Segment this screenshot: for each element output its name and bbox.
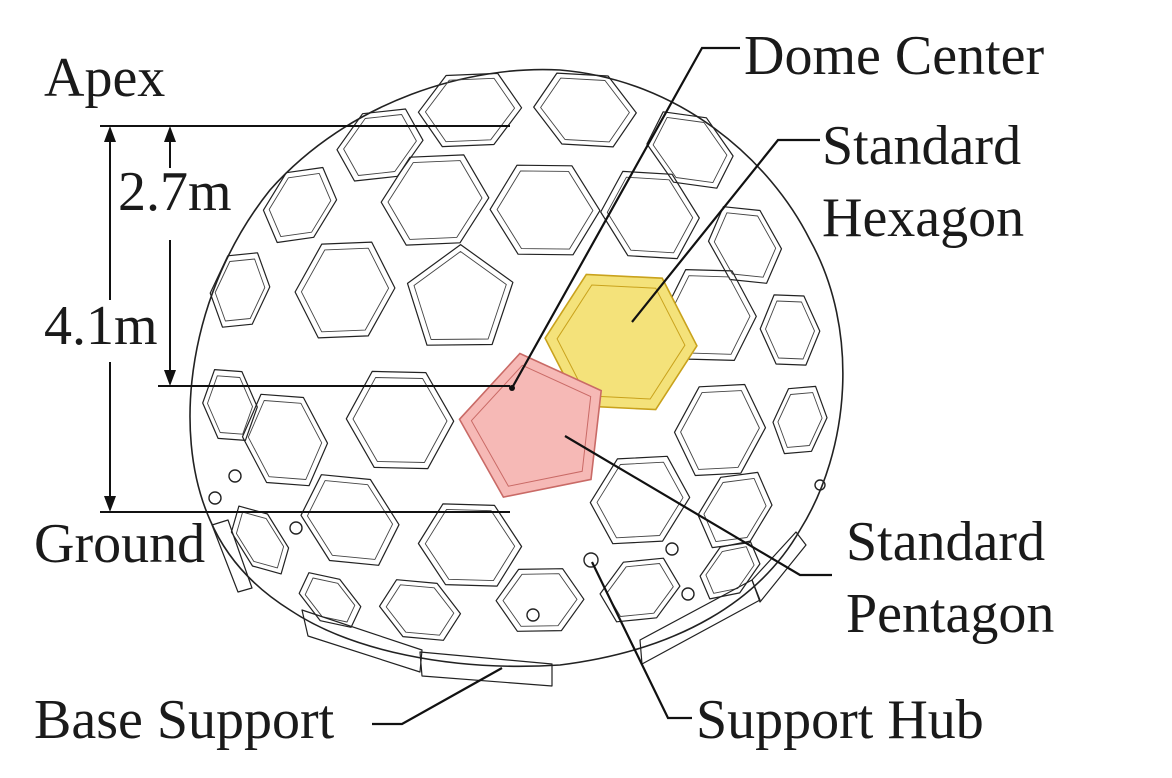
base-support-leader	[372, 667, 503, 726]
frame-cell	[652, 116, 728, 184]
frame-cell	[599, 557, 681, 623]
frame-cell	[378, 579, 462, 641]
frame-cell	[247, 400, 323, 480]
pentagon-label-line1: Standard	[846, 511, 1045, 573]
frame-cell	[502, 573, 578, 627]
dome-frame-lattice	[202, 72, 828, 641]
support-hub-marker	[665, 542, 679, 556]
support-hub-marker	[814, 479, 826, 491]
arrowhead-up	[104, 126, 116, 142]
pentagon-label-line2: Pentagon	[846, 583, 1054, 645]
hexagon-leader	[631, 138, 820, 323]
frame-cell	[202, 369, 258, 441]
frame-cell	[413, 251, 507, 340]
support-hub-marker	[583, 552, 599, 568]
support-hub-label: Support Hub	[696, 689, 984, 751]
dome-outline	[189, 68, 844, 668]
frame-cell	[424, 77, 516, 143]
upper-height-label: 2.7m	[118, 161, 232, 223]
frame-cell	[300, 247, 390, 333]
frame-cell	[495, 568, 585, 632]
frame-cell	[596, 461, 684, 539]
pentagon-panel-shape	[458, 352, 603, 498]
frame-cell	[713, 212, 777, 278]
hexagon-label-line1: Standard	[822, 115, 1021, 177]
base-support-label: Base Support	[34, 689, 335, 751]
frame-cell	[589, 455, 691, 545]
frame-cell	[209, 252, 271, 328]
frame-cell	[406, 244, 514, 346]
frame-cell	[777, 392, 823, 448]
hexagon-panel-shape	[556, 284, 686, 400]
base-support-struts	[211, 519, 807, 687]
height-dimensions	[100, 125, 510, 513]
total-height-label: 4.1m	[44, 295, 158, 357]
frame-cell	[352, 377, 448, 463]
frame-cell	[606, 176, 694, 254]
frame-cell	[235, 511, 285, 569]
frame-cell	[385, 584, 455, 636]
frame-cell	[214, 258, 266, 322]
apex-label: Apex	[44, 47, 165, 109]
frame-cell	[673, 383, 767, 477]
frame-cell	[417, 72, 523, 148]
support-hub-marker	[526, 608, 540, 622]
arrowhead-down	[104, 496, 116, 512]
frame-cell	[306, 480, 394, 560]
frame-cell	[496, 170, 594, 250]
support-hub-marker	[228, 469, 242, 483]
frame-cell	[424, 508, 516, 582]
hexagon-panel-shape	[544, 273, 698, 411]
pentagon-leader	[564, 435, 832, 577]
frame-cell	[646, 111, 734, 189]
frame-cell	[241, 393, 329, 487]
support-hub-marker	[208, 491, 222, 505]
support-hub-marker	[681, 587, 695, 601]
dome-center-label: Dome Center	[744, 25, 1044, 87]
frame-cell	[540, 77, 630, 143]
support-hubs	[208, 469, 826, 622]
frame-cell	[387, 160, 483, 240]
dome-center-point	[509, 385, 515, 391]
frame-cell	[230, 505, 290, 575]
support-hub-leader	[591, 561, 692, 720]
frame-cell	[262, 166, 338, 244]
arrowhead-up	[164, 126, 176, 142]
frame-cell	[417, 503, 523, 587]
frame-cell	[772, 385, 828, 455]
arrowhead-down	[164, 370, 176, 386]
standard-hexagon-panel	[544, 273, 698, 411]
frame-cell	[345, 370, 455, 470]
frame-cell	[707, 206, 783, 284]
frame-cell	[298, 572, 362, 628]
frame-cell	[765, 300, 815, 360]
standard-pentagon-panel	[458, 352, 603, 498]
frame-cell	[699, 540, 761, 600]
frame-cell	[380, 154, 490, 246]
hexagon-label-line2: Hexagon	[822, 187, 1024, 249]
frame-cell	[268, 172, 332, 238]
leader-lines	[372, 46, 832, 726]
dome-center-leader	[511, 46, 740, 389]
frame-cell	[304, 577, 356, 623]
frame-cell	[759, 294, 821, 366]
ground-label: Ground	[34, 513, 205, 575]
frame-cell	[343, 114, 417, 176]
frame-cell	[294, 241, 396, 339]
frame-cell	[336, 108, 424, 182]
pentagon-panel-shape	[470, 364, 592, 487]
support-hub-marker	[289, 521, 303, 535]
frame-cell	[207, 375, 253, 435]
frame-cell	[600, 170, 700, 260]
frame-cell	[680, 390, 760, 470]
frame-cell	[705, 546, 755, 594]
frame-cell	[533, 72, 637, 148]
frame-cell	[703, 477, 767, 543]
frame-cell	[300, 474, 400, 566]
frame-cell	[489, 164, 601, 256]
